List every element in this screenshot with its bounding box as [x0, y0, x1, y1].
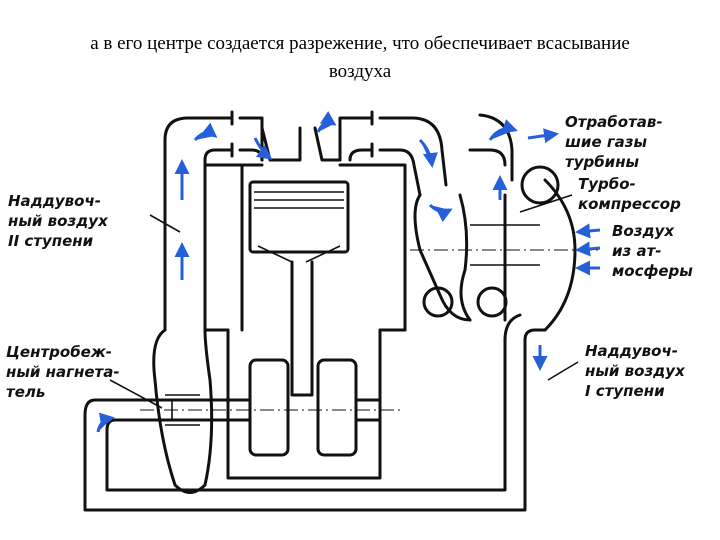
crankshaft [140, 358, 400, 457]
label-line: компрессор [578, 195, 681, 213]
arrow-air-in-1 [575, 223, 601, 239]
engine-block [203, 126, 407, 480]
label-line: I ступени [585, 382, 665, 400]
leader-lines [109, 194, 579, 409]
label-line: из ат- [612, 242, 662, 260]
exhaust-valve [313, 126, 342, 162]
label-line: Наддувоч- [585, 342, 678, 360]
label-exhaust-gases: Отработав- шие газы турбины [565, 113, 663, 171]
arrow-exhaust-out-3 [527, 128, 559, 144]
label-line: Центробеж- [6, 343, 112, 361]
arrow-turbine-inlet [428, 203, 453, 223]
centrifugal-blower [83, 328, 527, 512]
arrow-blower-inlet [96, 412, 115, 433]
piston [248, 180, 350, 254]
label-line: ный нагнета- [6, 363, 120, 381]
label-line: Отработав- [565, 113, 663, 131]
caption-line-1: а в его центре создается разрежение, что… [90, 33, 630, 54]
caption: а в его центре создается разрежение, что… [10, 30, 710, 86]
arrow-to-turbine [418, 138, 438, 168]
label-line: ный воздух [8, 212, 109, 230]
exhaust-duct [338, 110, 448, 197]
label-line: Воздух [612, 222, 675, 240]
arrow-intake [253, 137, 273, 160]
charge-air-duct-stage-2 [163, 110, 264, 332]
label-line: турбины [565, 153, 640, 171]
flow-arrows [96, 111, 601, 433]
intake-valve [260, 126, 302, 162]
arrow-air-in-2 [575, 241, 601, 257]
label-charge-air-stage-1: Наддувоч- ный воздух I ступени [585, 342, 686, 400]
label-turbocompressor: Турбо- компрессор [578, 175, 681, 213]
label-atmospheric-air: Воздух из ат- мосферы [612, 222, 693, 280]
label-line: шие газы [565, 133, 648, 151]
label-line: тель [6, 383, 45, 401]
label-centrifugal-blower: Центробеж- ный нагнета- тель [6, 343, 120, 401]
label-line: Наддувоч- [8, 192, 101, 210]
label-line: II ступени [8, 232, 94, 250]
turbocompressor [410, 113, 600, 342]
label-charge-air-stage-2: Наддувоч- ный воздух II ступени [8, 192, 109, 250]
connecting-rod [290, 260, 314, 397]
label-line: мосферы [612, 262, 693, 280]
label-line: ный воздух [585, 362, 686, 380]
arrow-top-left [193, 122, 218, 141]
arrow-exhaust [316, 111, 337, 133]
caption-line-2: воздуха [328, 61, 392, 82]
label-line: Турбо- [578, 175, 636, 193]
arrow-exhaust-out-1 [488, 119, 518, 141]
